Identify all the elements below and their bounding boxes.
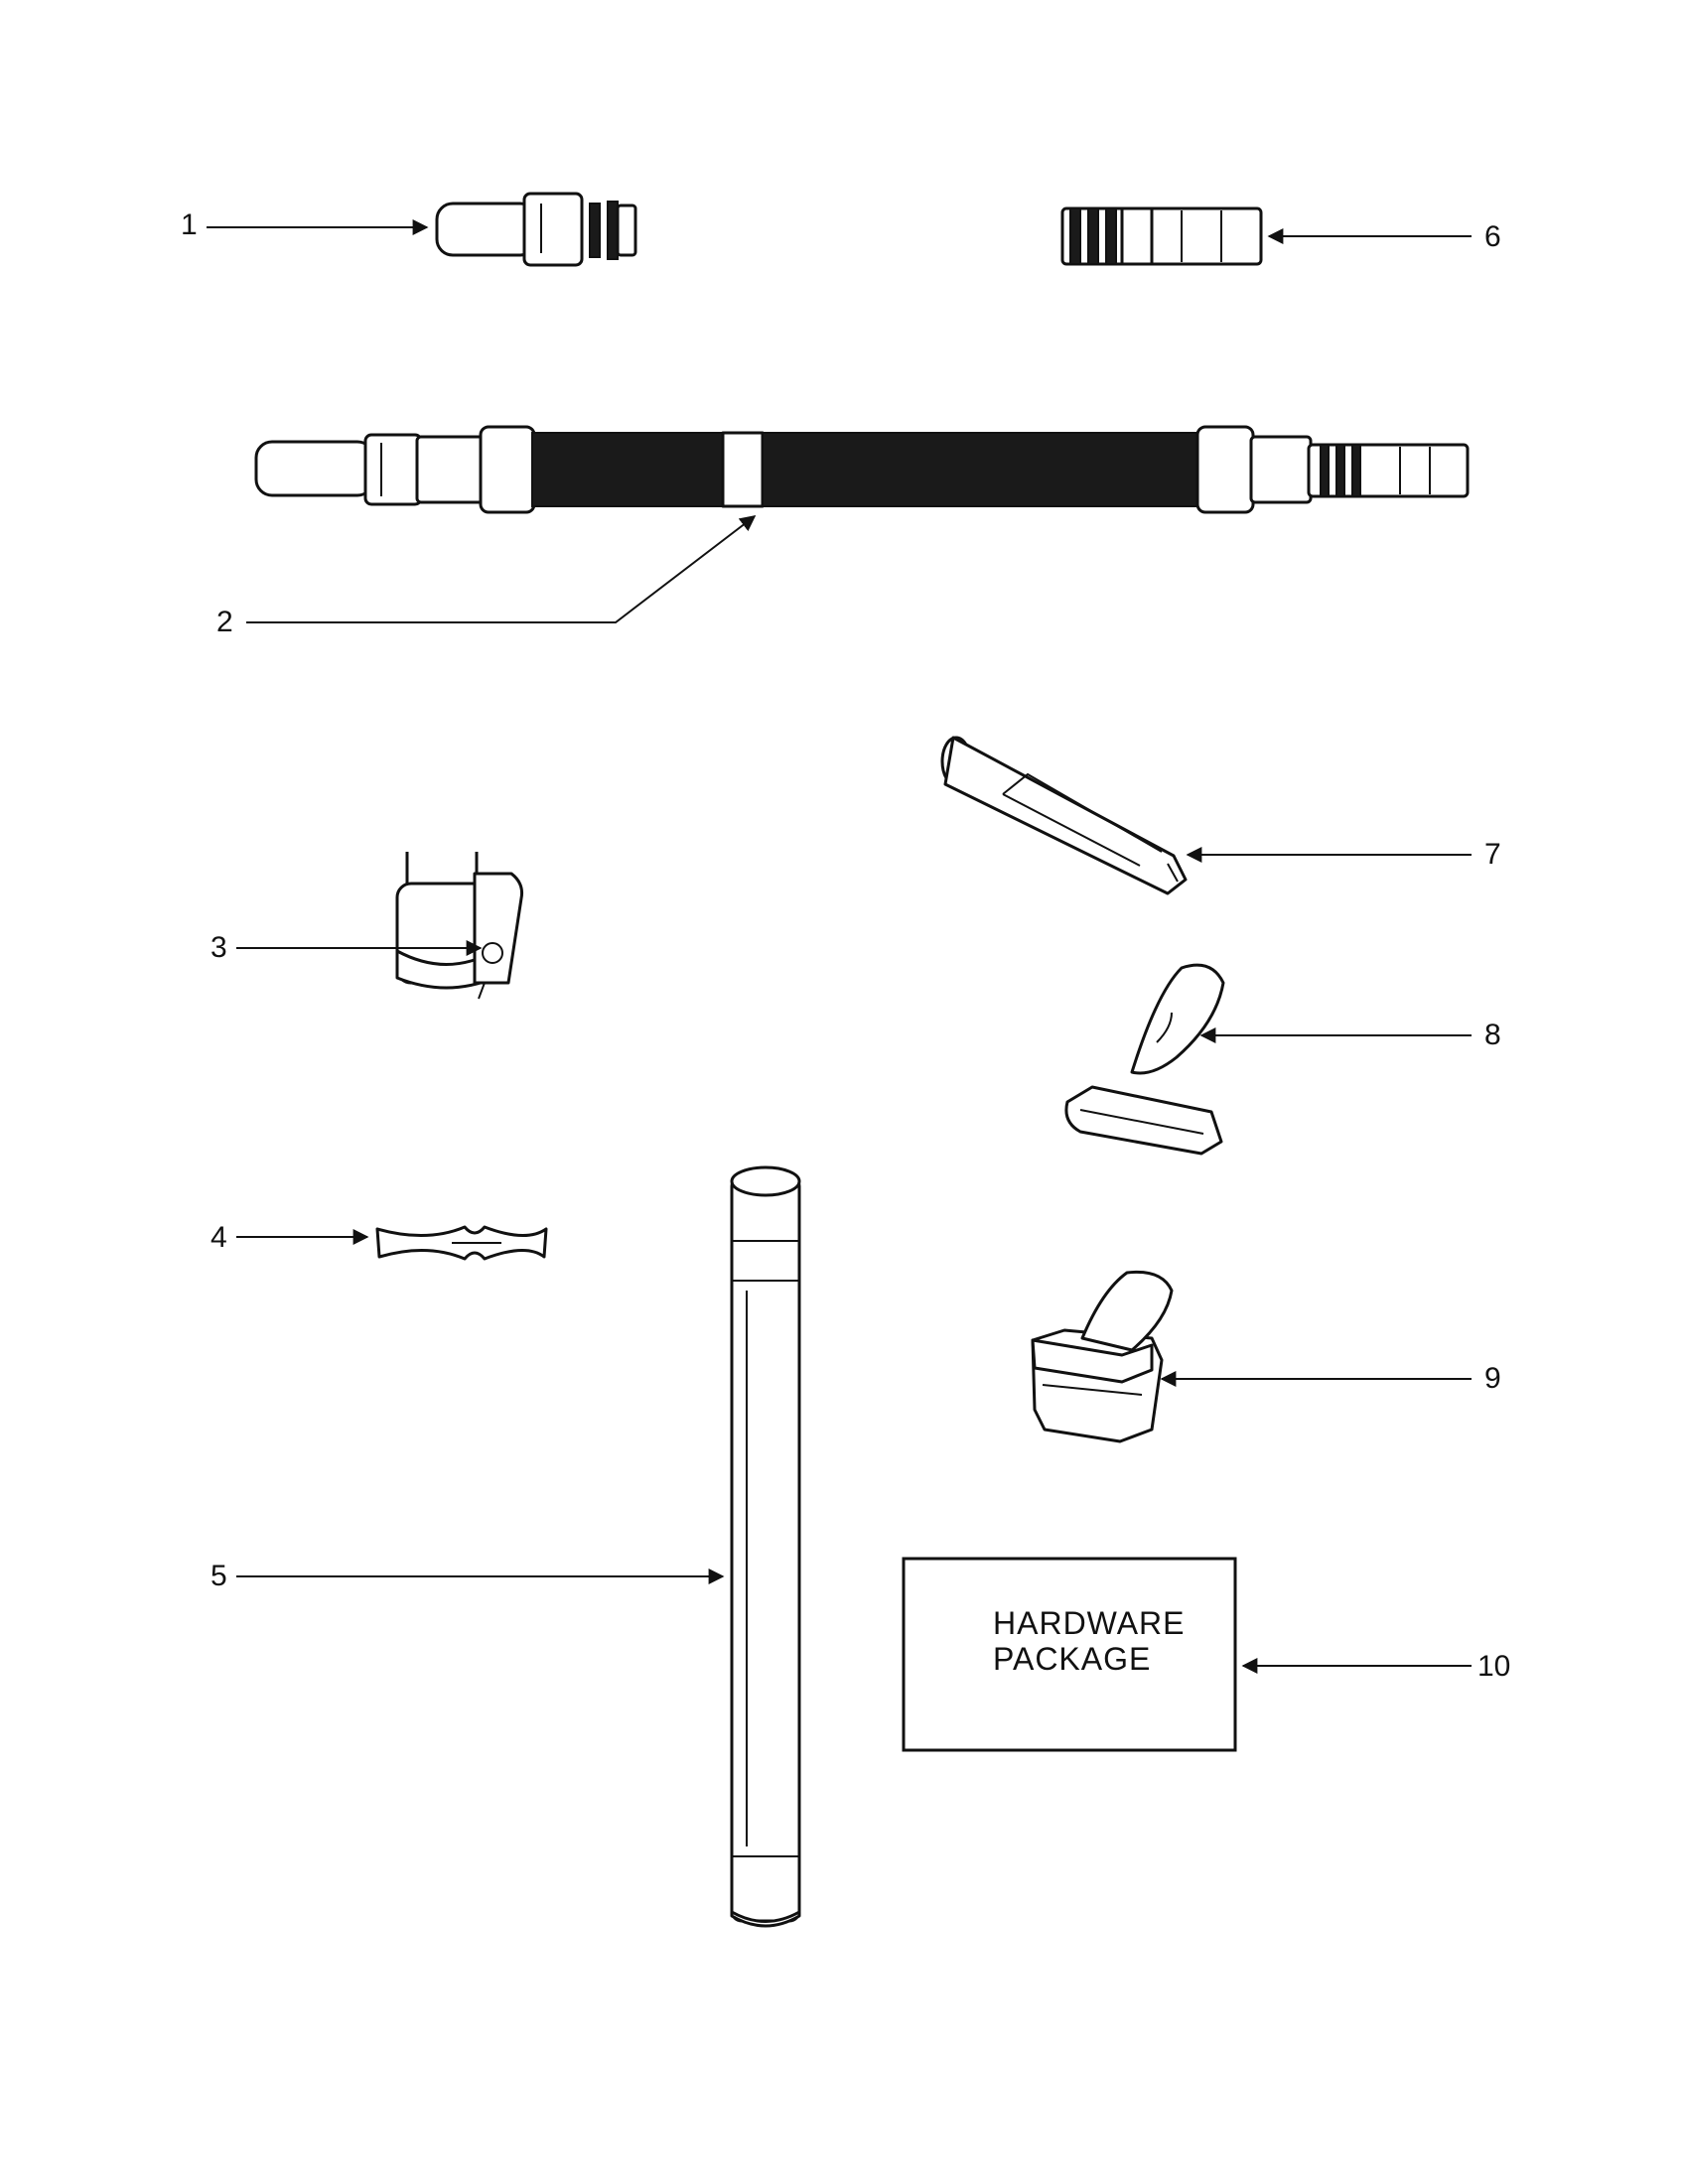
part-5-extension-wand [730,1165,801,1928]
callout-8: 8 [1199,1019,1501,1051]
svg-text:8: 8 [1484,1019,1501,1051]
svg-text:4: 4 [210,1221,227,1254]
part-3-hose-clip [395,852,523,1000]
callout-6: 6 [1267,220,1501,253]
callout-2: 2 [216,515,757,638]
svg-text:1: 1 [181,208,198,241]
callout-10: 10 [1241,1650,1510,1683]
callout-4: 4 [210,1221,369,1254]
callout-1: 1 [181,208,429,241]
callout-3: 3 [210,931,483,964]
part-2-flexible-hose [254,425,1470,514]
svg-text:6: 6 [1484,220,1501,253]
part-4-coupling [375,1225,548,1261]
callout-5: 5 [210,1560,725,1592]
svg-text:3: 3 [210,931,227,964]
svg-text:7: 7 [1484,838,1501,871]
part-1-hose-connector [435,192,637,267]
svg-text:9: 9 [1484,1362,1501,1395]
hardware-package-box [902,1557,1237,1752]
part-6-swivel-connector [1060,206,1263,266]
hardware-package-line2: PACKAGE [993,1641,1151,1677]
part-10-hardware-package: HARDWARE PACKAGE [902,1557,1237,1752]
svg-text:10: 10 [1477,1650,1510,1683]
part-7-crevice-tool [940,736,1188,895]
part-8-upholstery-tool [1064,963,1225,1156]
svg-text:2: 2 [216,606,233,638]
svg-text:5: 5 [210,1560,227,1592]
hardware-package-line1: HARDWARE [993,1605,1185,1641]
part-9-dusting-brush [1031,1270,1174,1443]
callout-7: 7 [1186,838,1501,871]
callout-9: 9 [1160,1362,1501,1395]
